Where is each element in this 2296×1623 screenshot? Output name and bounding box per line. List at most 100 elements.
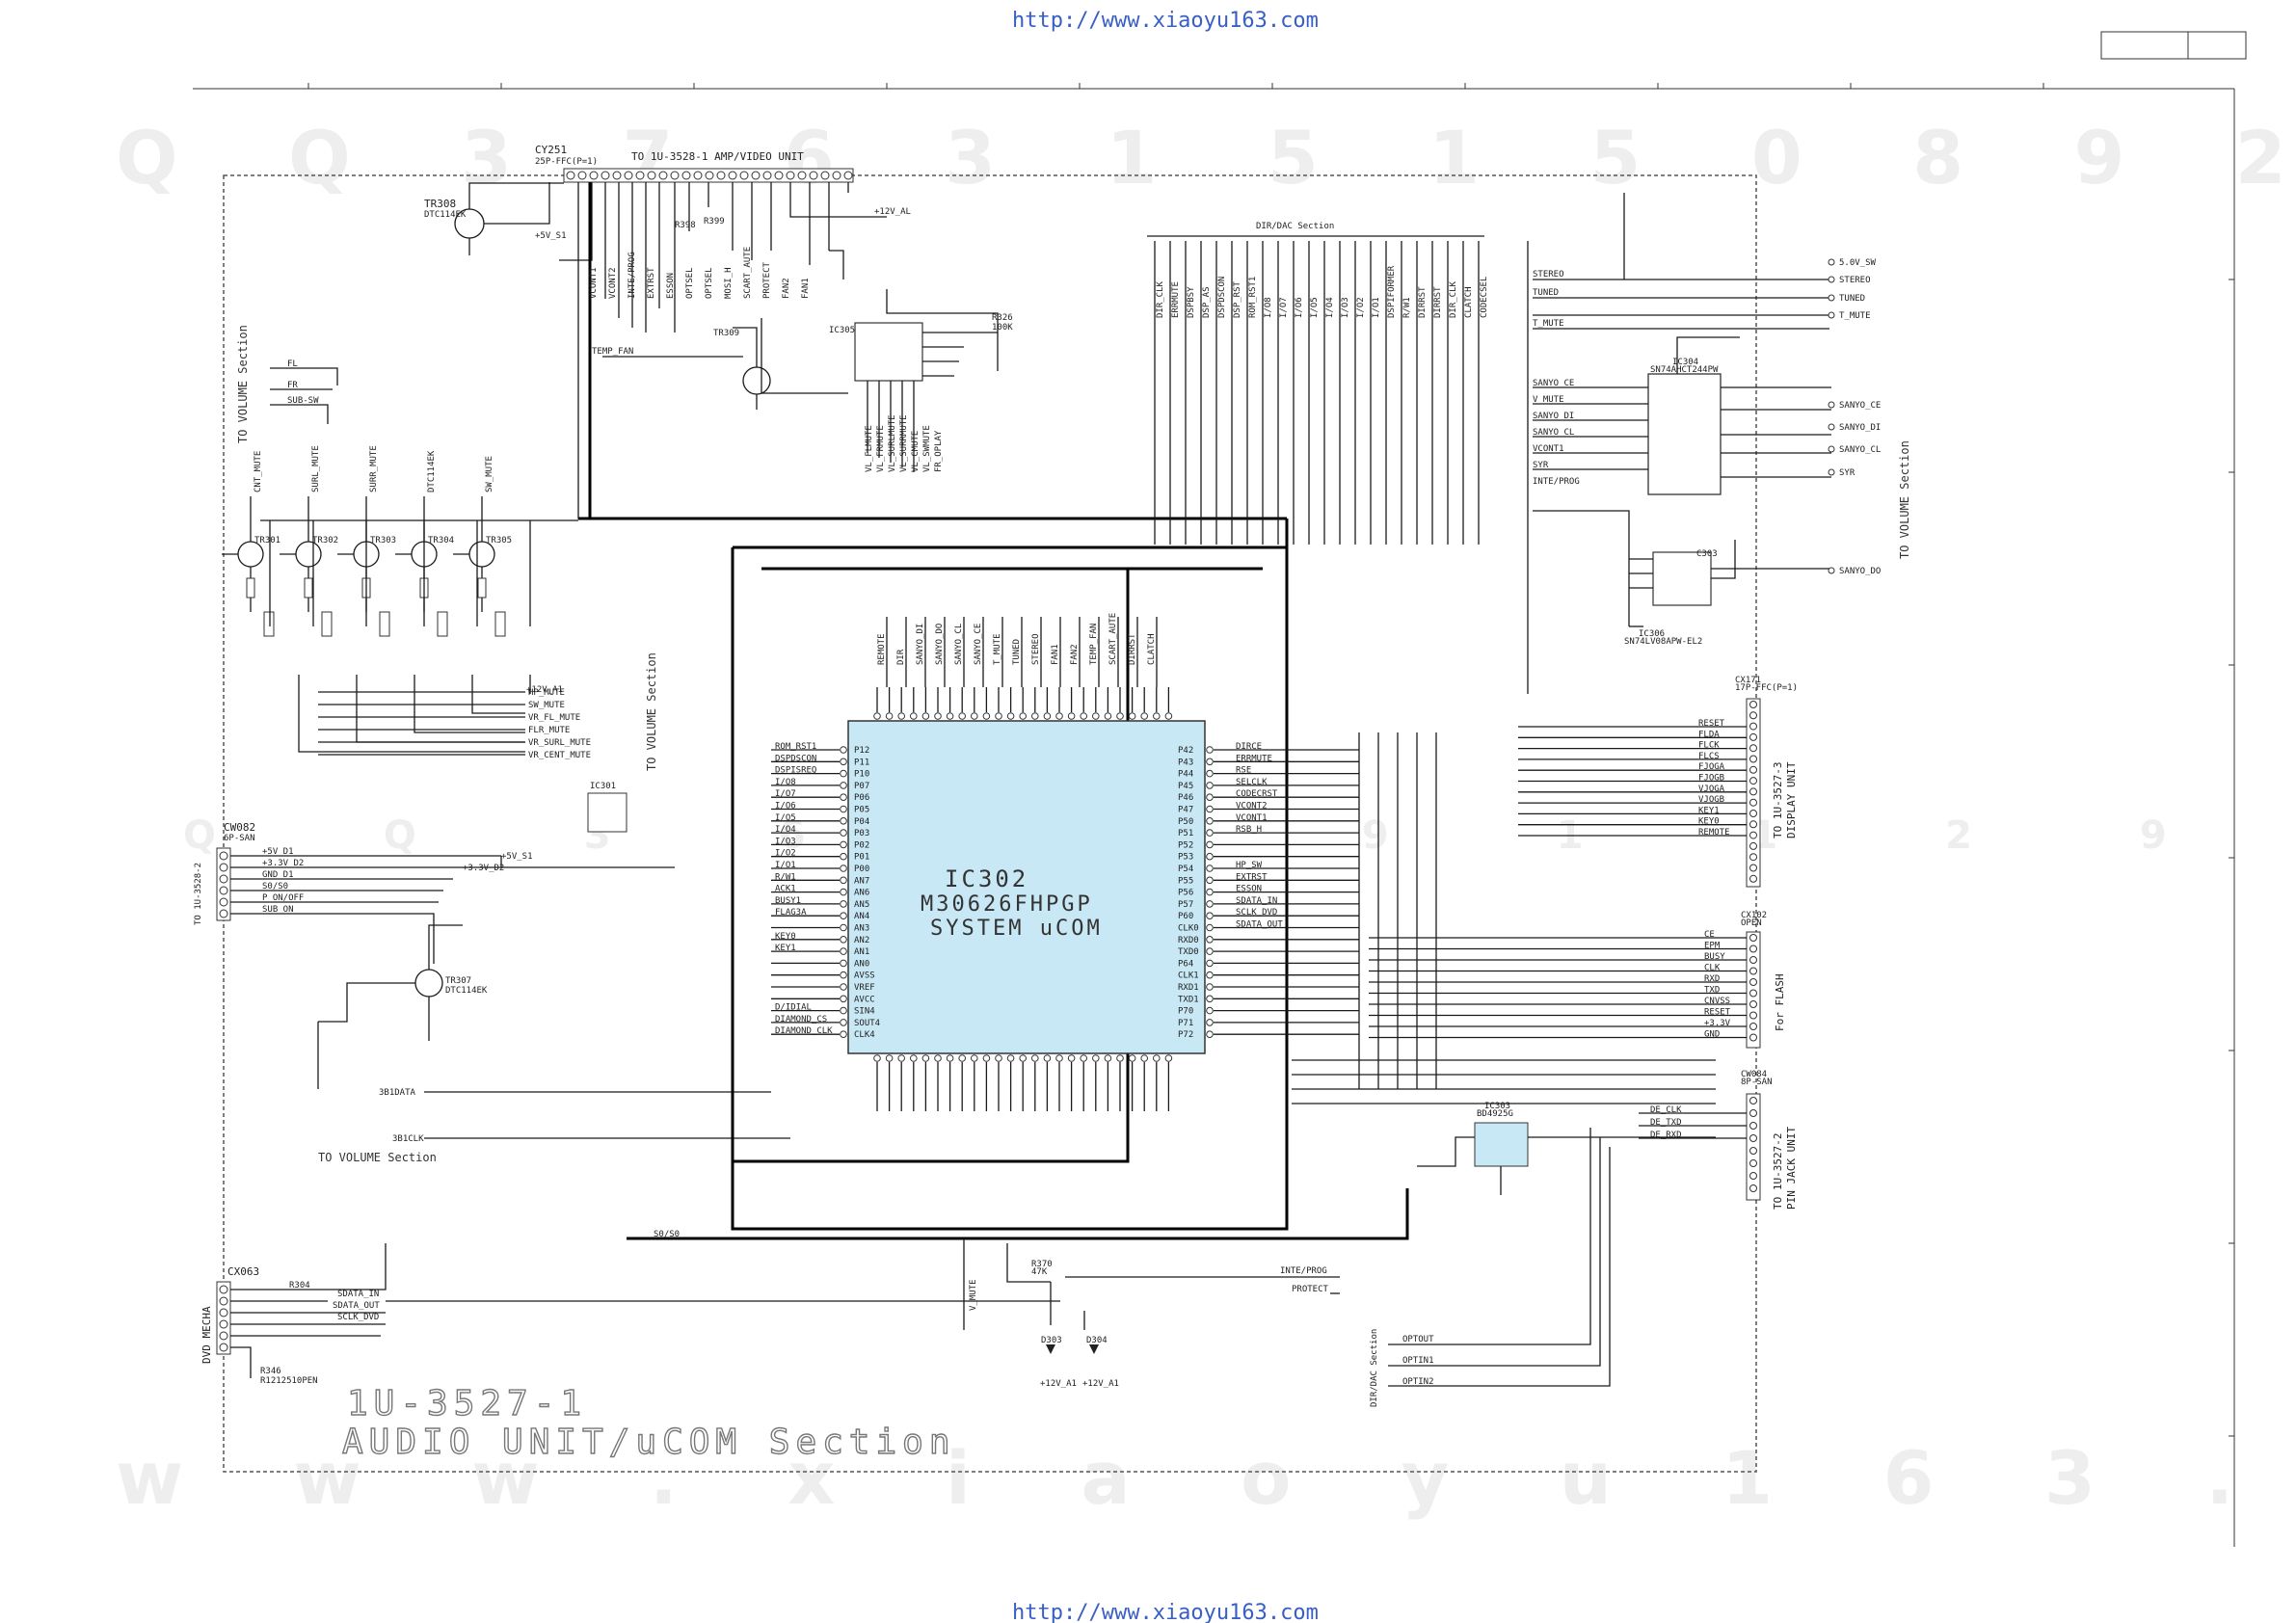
- ic302-pin-top: [1104, 712, 1112, 720]
- ic302-pin-top: [1067, 712, 1076, 720]
- ic302-left-net: DIAMOND_CS: [775, 1015, 827, 1024]
- ic302-left-net: I/O5: [775, 813, 796, 823]
- cx171-net: FJOGA: [1698, 762, 1725, 772]
- ic302-pin-name: CLK4: [854, 1030, 875, 1040]
- right-net: SYR: [1839, 468, 1855, 478]
- ic305-net-label: FR_OPLAY: [934, 430, 944, 472]
- ic302-pin-right: [1206, 900, 1214, 908]
- cx171-pin: [1749, 864, 1757, 872]
- ic302-pin-name: TXD1: [1178, 995, 1199, 1004]
- bank-capacitor: [494, 611, 506, 637]
- ic302-pin-bottom: [971, 1054, 978, 1062]
- right-net: T_MUTE: [1839, 311, 1871, 321]
- cx171-pin: [1749, 853, 1757, 862]
- label-s0-s0: S0/S0: [654, 1230, 680, 1239]
- watermark-url-bottom[interactable]: http://www.xiaoyu163.com: [1012, 1601, 1319, 1623]
- watermark-url-top[interactable]: http://www.xiaoyu163.com: [1012, 9, 1319, 33]
- ic302-pin-right: [1206, 769, 1214, 778]
- cx102-pin: [1749, 934, 1757, 942]
- connector-pin: [774, 171, 784, 180]
- dir-dac-net: I/O8: [1264, 297, 1273, 318]
- ic302-pin-name: AN6: [854, 889, 869, 898]
- label-3v3-d2: +3.3V_D2: [463, 864, 504, 873]
- ic302-pin-bottom: [1080, 1054, 1087, 1062]
- dir-dac-net: DIRRST: [1433, 286, 1443, 318]
- to-volume-net: VR_CENT_MUTE: [528, 751, 591, 760]
- cw082-net: S0/S0: [262, 882, 288, 891]
- ic302-pin-top: [897, 712, 906, 720]
- label-tr309: TR309: [713, 329, 739, 338]
- top-bus-net: FAN1: [1051, 644, 1060, 665]
- label-cw084: CW084: [1741, 1070, 1767, 1079]
- ic302-pin-top: [921, 712, 930, 720]
- cy251-net-label: FAN1: [801, 278, 811, 299]
- offpage-connector: [1828, 294, 1835, 302]
- ic302-pin-top: [1043, 712, 1052, 720]
- ic302-right-net: SDATA_IN: [1236, 896, 1277, 906]
- label-to-1u-3528-2: TO 1U-3528-2: [194, 863, 203, 925]
- dir-dac-net: DSP_AS: [1202, 286, 1212, 318]
- ic302-pin-right: [1206, 923, 1214, 932]
- cx102-pin: [1749, 989, 1757, 998]
- connector-pin: [705, 171, 714, 180]
- ic302-pin-right: [1206, 959, 1214, 968]
- cw084-pin: [1749, 1184, 1757, 1192]
- ic302-pin-name: RXD0: [1178, 936, 1199, 945]
- ic302-pin-right: [1206, 793, 1214, 802]
- cx102-net: RXD: [1704, 974, 1720, 984]
- connector-cx063: [216, 1281, 231, 1355]
- ic302-right-net: VCONT1: [1236, 813, 1268, 823]
- cx102-pin: [1749, 1011, 1757, 1020]
- bank-transistor-net: CNT_MUTE: [254, 451, 263, 492]
- cw082-net: P_ON/OFF: [262, 893, 304, 903]
- cx102-net: +3.3V: [1704, 1019, 1731, 1028]
- ic302-pin-name: AVCC: [854, 995, 875, 1004]
- ic302-pin-name: P72: [1178, 1030, 1193, 1040]
- offpage-connector: [1828, 567, 1835, 574]
- cx171-pin: [1749, 711, 1757, 720]
- to-volume-net: FLR_MUTE: [528, 726, 570, 735]
- ic302-pin-left: [840, 876, 847, 885]
- top-bus-net: SANYO_DO: [935, 624, 945, 665]
- ic302-pin-name: AN2: [854, 936, 869, 945]
- ic302-pin-left: [840, 888, 847, 896]
- cx102-pin: [1749, 967, 1757, 975]
- dir-dac-net: CLATCH: [1464, 286, 1474, 318]
- ic302-pin-bottom: [958, 1054, 967, 1062]
- cx171-net: VJOGB: [1698, 795, 1724, 805]
- ic302-pin-bottom: [1164, 1054, 1173, 1062]
- ic302-pin-bottom: [1067, 1054, 1076, 1062]
- ic302-pin-top: [946, 712, 954, 720]
- cx171-pin: [1749, 765, 1757, 774]
- label-cy251: CY251: [535, 144, 567, 156]
- ic302-pin-bottom: [921, 1054, 930, 1062]
- ic302-pin-right: [1206, 971, 1214, 979]
- bank-transistor-label: TR301: [254, 536, 280, 545]
- ic302-pin-right: [1206, 758, 1214, 766]
- ic302-pin-left: [840, 840, 847, 849]
- ic302-pin-right: [1206, 947, 1214, 955]
- bank-resistor: [246, 577, 255, 599]
- ic302-pin-top: [1153, 712, 1161, 720]
- cx171-pin: [1749, 810, 1757, 817]
- ic302-pin-right: [1206, 888, 1214, 896]
- ic302-pin-name: P55: [1178, 876, 1193, 886]
- top-bus-net: T_MUTE: [993, 633, 1002, 665]
- cw082-net: +3.3V_D2: [262, 859, 304, 868]
- ic302-pin-right: [1206, 817, 1214, 825]
- cw084-pin: [1749, 1109, 1757, 1117]
- ic302-pin-right: [1206, 1006, 1214, 1015]
- bank-capacitor: [263, 611, 275, 637]
- ic302-left-net: I/O3: [775, 837, 796, 846]
- top-bus-net: SCART_AUTE: [1108, 613, 1118, 665]
- label-dir-dac-section: DIR/DAC Section: [1256, 222, 1334, 231]
- ic302-pin-top: [1006, 712, 1015, 720]
- right-net: SANYO_DO: [1839, 567, 1881, 576]
- ic305-net-label: VL_SWMUTE: [922, 425, 932, 472]
- ic302-pin-bottom: [934, 1054, 942, 1062]
- label-to-pin-jack-unit: TO 1U-3527-2: [1772, 1133, 1784, 1210]
- ic302-pin-name: SOUT4: [854, 1019, 880, 1028]
- ic302-pin-top: [885, 712, 894, 720]
- label-to-volume-2: TO VOLUME Section: [645, 652, 658, 771]
- label-fl: FL: [287, 359, 298, 369]
